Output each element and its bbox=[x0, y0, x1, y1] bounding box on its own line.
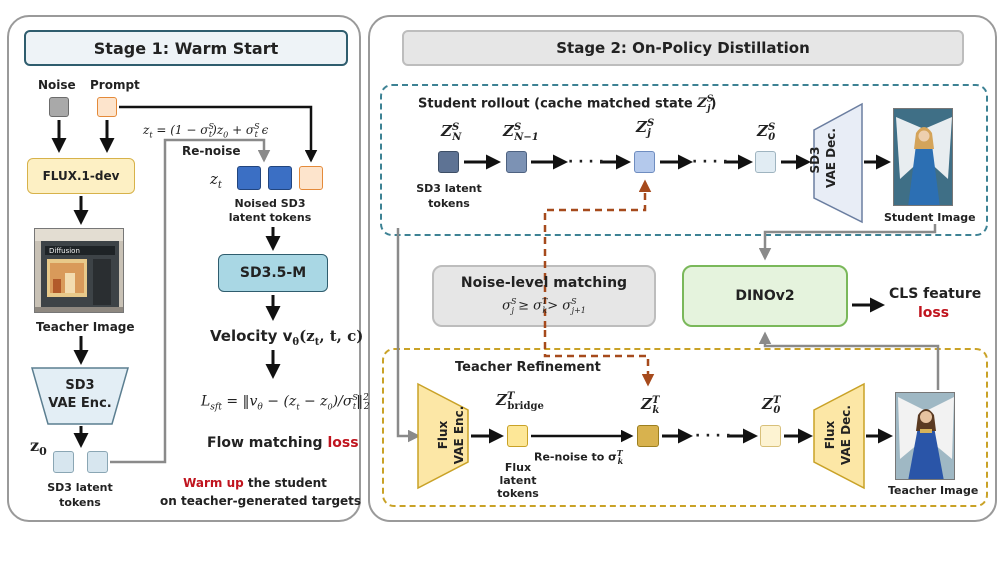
stage2-title: Stage 2: On-Policy Distillation bbox=[556, 39, 810, 57]
zt-letter: z bbox=[210, 170, 218, 188]
noise-label: Noise bbox=[38, 78, 76, 92]
flow-loss-word: loss bbox=[327, 435, 359, 451]
renoise-label: Re-noise bbox=[182, 144, 241, 158]
warmup-word: Warm up bbox=[183, 476, 244, 490]
teacher-image-label-stage1: Teacher Image bbox=[36, 320, 135, 334]
flux-dec-line1: Flux bbox=[823, 420, 837, 450]
velocity-label: Velocity vθ(zt, t, c) bbox=[210, 327, 364, 348]
velocity-args: (z bbox=[299, 327, 315, 345]
flux-dec-line2: VAE Dec. bbox=[839, 405, 853, 465]
noised-label-1: Noised SD3 bbox=[234, 197, 306, 210]
ztk-label: ZTk bbox=[641, 395, 660, 416]
renoise-formula: zt = (1 − σSt)z0 + σSt ϵ bbox=[143, 122, 269, 140]
warmup-line1: Warm up the student bbox=[160, 476, 350, 490]
sd3-latent-label-1: SD3 latent bbox=[47, 481, 113, 494]
sft-loss-formula: Lsft = ‖vθ − (zt − z0)/σSt‖22 bbox=[201, 393, 370, 413]
teacher-refinement-title: Teacher Refinement bbox=[455, 360, 601, 375]
noised-token-2 bbox=[268, 166, 292, 190]
rollout-token-n1 bbox=[506, 151, 527, 173]
renoise-to-text: Re-noise to σ bbox=[534, 450, 617, 464]
renoise-to-label: Re-noise to σTk bbox=[534, 448, 624, 466]
zt-bridge-label: ZTbridge bbox=[496, 391, 544, 412]
rollout-dots-2: · · · · bbox=[692, 154, 728, 170]
stage1-title: Stage 1: Warm Start bbox=[93, 38, 279, 58]
flux-model-box: FLUX.1-dev bbox=[27, 158, 135, 194]
zsn1-label: ZSN−1 bbox=[503, 122, 539, 143]
flux-enc-line1: Flux bbox=[436, 420, 450, 450]
flow-loss-label: Flow matching loss bbox=[207, 435, 359, 451]
zt-label: zt bbox=[210, 170, 222, 191]
rollout-title-text: Student rollout (cache matched state bbox=[418, 96, 698, 112]
z0-sub: 0 bbox=[39, 445, 47, 459]
teacher-token-0 bbox=[760, 425, 781, 447]
student-model-box: SD3.5-M bbox=[218, 254, 328, 292]
prompt-token bbox=[97, 97, 117, 117]
warmup-line2: on teacher-generated targets bbox=[160, 494, 362, 508]
noise-matching-title: Noise-level matching bbox=[460, 275, 628, 291]
rollout-sd3-label-2: tokens bbox=[428, 197, 470, 210]
teacher-image-stage2 bbox=[895, 392, 955, 480]
sd3-vae-enc-line1: SD3 bbox=[65, 378, 95, 393]
student-vae-dec-line1: SD3 bbox=[808, 146, 822, 174]
noise-token bbox=[49, 97, 69, 117]
student-rollout-region bbox=[380, 84, 988, 236]
rollout-token-j bbox=[634, 151, 655, 173]
dino-label: DINOv2 bbox=[735, 288, 795, 304]
student-vae-dec-line2: VAE Dec. bbox=[824, 128, 838, 188]
zsj-label: ZSj bbox=[636, 118, 655, 139]
zt0-label: ZT0 bbox=[762, 395, 781, 416]
sd3-latent-label-2: tokens bbox=[59, 496, 101, 509]
teacher-refinement-region bbox=[382, 348, 988, 507]
teacher-token-k bbox=[637, 425, 659, 447]
flow-loss-prefix: Flow matching bbox=[207, 435, 328, 451]
cls-loss-label: loss bbox=[918, 305, 950, 321]
sd3-vae-enc-line2: VAE Enc. bbox=[48, 396, 112, 411]
zsn-label: ZSN bbox=[441, 122, 462, 143]
rollout-token-0 bbox=[755, 151, 776, 173]
stage1-title-box: Stage 1: Warm Start bbox=[24, 30, 348, 66]
noise-matching-formula: σSj ≥ σTk> σSj+1 bbox=[502, 297, 586, 315]
student-image bbox=[893, 108, 953, 206]
flux-enc-line2: VAE Enc. bbox=[452, 405, 466, 465]
teacher-token-bridge bbox=[507, 425, 528, 447]
prompt-label: Prompt bbox=[90, 78, 140, 92]
shopfront-text: Diffusion bbox=[49, 247, 80, 255]
rollout-sd3-label-1: SD3 latent bbox=[416, 182, 482, 195]
noised-label-2: latent tokens bbox=[228, 211, 312, 224]
stage2-title-box: Stage 2: On-Policy Distillation bbox=[402, 30, 964, 66]
z0-letter: z bbox=[30, 436, 40, 455]
dino-box: DINOv2 bbox=[682, 265, 848, 327]
student-model-label: SD3.5-M bbox=[239, 265, 307, 281]
teacher-dots: · · · · bbox=[695, 428, 731, 444]
sd3-latent-token-2 bbox=[87, 451, 108, 473]
zs0-label: ZS0 bbox=[757, 122, 776, 143]
student-image-label: Student Image bbox=[884, 211, 976, 224]
flux-latent-label-3: tokens bbox=[497, 487, 539, 500]
warmup-rest: the student bbox=[243, 476, 327, 490]
noised-token-1 bbox=[237, 166, 261, 190]
flux-latent-label-2: latent bbox=[499, 474, 537, 487]
flux-model-label: FLUX.1-dev bbox=[42, 169, 120, 183]
flux-latent-label-1: Flux bbox=[504, 461, 532, 474]
rollout-token-n bbox=[438, 151, 459, 173]
noised-token-3 bbox=[299, 166, 323, 190]
cls-feature-label: CLS feature bbox=[889, 286, 982, 302]
z0-label: z0 bbox=[30, 436, 47, 458]
zt-sub: t bbox=[217, 180, 222, 191]
teacher-image-stage1: Diffusion bbox=[34, 228, 124, 313]
velocity-text: Velocity v bbox=[210, 327, 293, 345]
renoise-formula-rhs: = (1 − σ bbox=[156, 123, 209, 137]
sd3-latent-token-1 bbox=[53, 451, 74, 473]
teacher-image-label-stage2: Teacher Image bbox=[888, 484, 979, 497]
rollout-dots-1: · · · · bbox=[568, 154, 604, 170]
rollout-title: Student rollout (cache matched state ZSj… bbox=[418, 95, 717, 114]
